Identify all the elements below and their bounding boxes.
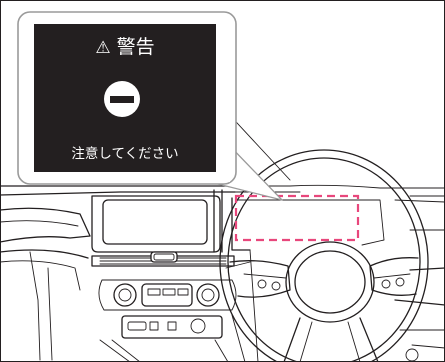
warning-title-row: ⚠ 警告 bbox=[34, 36, 216, 59]
callout-bubble bbox=[17, 11, 283, 201]
dashboard-drawing bbox=[0, 109, 445, 362]
no-entry-icon bbox=[104, 81, 140, 117]
steering-wheel bbox=[219, 149, 429, 362]
warning-title: 警告 bbox=[116, 36, 155, 58]
display-highlight-box bbox=[234, 194, 360, 242]
warning-message: 注意してください bbox=[71, 146, 179, 162]
warning-triangle-icon: ⚠ bbox=[95, 38, 111, 58]
